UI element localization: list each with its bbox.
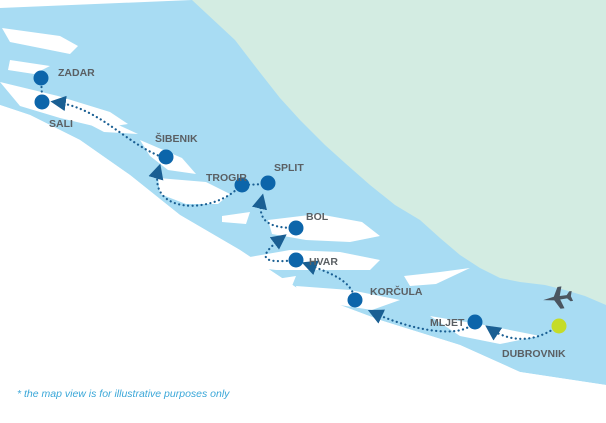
stop-marker-sibenik [158, 149, 174, 165]
route-bol-split [252, 193, 297, 230]
stop-label-sali: SALI [49, 118, 73, 130]
route-sibenik-sali [50, 95, 164, 159]
stop-marker-dubrovnik [551, 318, 567, 334]
route-zadar-sali [39, 76, 44, 98]
stop-label-sibenik: ŠIBENIK [155, 132, 198, 145]
stop-marker-split [260, 175, 276, 191]
stop-label-hvar: HVAR [309, 256, 338, 268]
stop-marker-hvar [288, 252, 304, 268]
stop-label-zadar: ZADAR [58, 67, 95, 79]
route-hvar-bol [264, 234, 298, 263]
stop-markers [33, 70, 567, 334]
stop-label-bol: BOL [306, 211, 329, 223]
stop-label-mljet: MLJET [430, 317, 465, 329]
stop-marker-bol [288, 220, 304, 236]
route-mljet-korcula [367, 309, 476, 333]
stop-marker-zadar [33, 70, 49, 86]
stop-label-korcula: KORČULA [370, 285, 423, 298]
stop-marker-trogir [234, 177, 250, 193]
stop-label-trogir: TROGIR [206, 172, 247, 184]
route-trogir-sibenik [148, 163, 243, 207]
coast [0, 105, 606, 423]
airplane-icon [543, 286, 574, 309]
mainland [192, 0, 606, 305]
stop-marker-sali [34, 94, 50, 110]
stop-label-split: SPLIT [274, 162, 304, 174]
stop-labels: ZADAR SALI ŠIBENIK TROGIR SPLIT BOL HVAR… [49, 67, 566, 360]
stop-marker-korcula [347, 292, 363, 308]
stop-marker-mljet [467, 314, 483, 330]
stop-label-dubrovnik: DUBROVNIK [502, 348, 566, 360]
map-disclaimer: * the map view is for illustrative purpo… [17, 388, 230, 400]
